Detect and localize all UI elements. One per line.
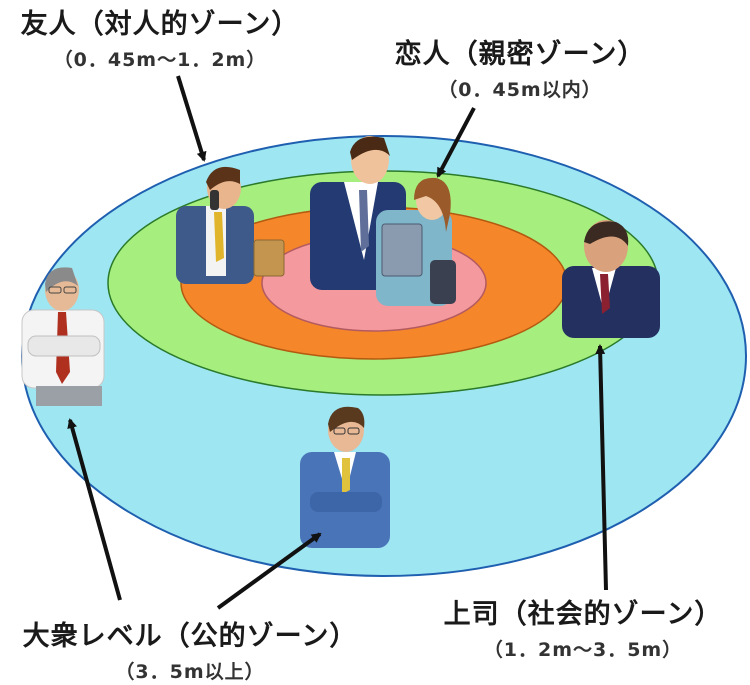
friend-zone-label: 友人（対人的ゾーン） （0．45m～1．2m） bbox=[0, 2, 320, 72]
friend-arrow bbox=[176, 75, 207, 162]
lover-zone-name: 恋人（親密ゾーン） bbox=[394, 39, 646, 70]
public-bottom-arrow bbox=[216, 532, 322, 610]
public-zone-range: （3．5m以上） bbox=[115, 661, 265, 683]
lover-zone-range: （0．45m以内） bbox=[438, 79, 602, 101]
boss-zone-label: 上司（社会的ゾーン） （1．2m～3．5m） bbox=[418, 592, 748, 662]
lover-arrow bbox=[436, 107, 476, 178]
man-on-phone-figure bbox=[176, 166, 285, 284]
lover-zone-label: 恋人（親密ゾーン） （0．45m以内） bbox=[370, 32, 670, 102]
boss-arrow bbox=[595, 344, 608, 591]
man-arms-crossed-figure-bottom bbox=[300, 406, 390, 548]
man-arms-crossed-figure bbox=[21, 267, 105, 406]
public-left-arrow bbox=[67, 418, 122, 601]
boss-zone-name: 上司（社会的ゾーン） bbox=[443, 599, 723, 630]
businessman-figure bbox=[562, 220, 660, 338]
public-zone-name: 大衆レベル（公的ゾーン） bbox=[22, 621, 358, 652]
couple-figure bbox=[310, 136, 456, 306]
boss-zone-range: （1．2m～3．5m） bbox=[483, 639, 683, 661]
public-zone-label: 大衆レベル（公的ゾーン） （3．5m以上） bbox=[0, 614, 380, 684]
friend-zone-range: （0．45m～1．2m） bbox=[53, 49, 267, 71]
friend-zone-name: 友人（対人的ゾーン） bbox=[20, 9, 300, 40]
